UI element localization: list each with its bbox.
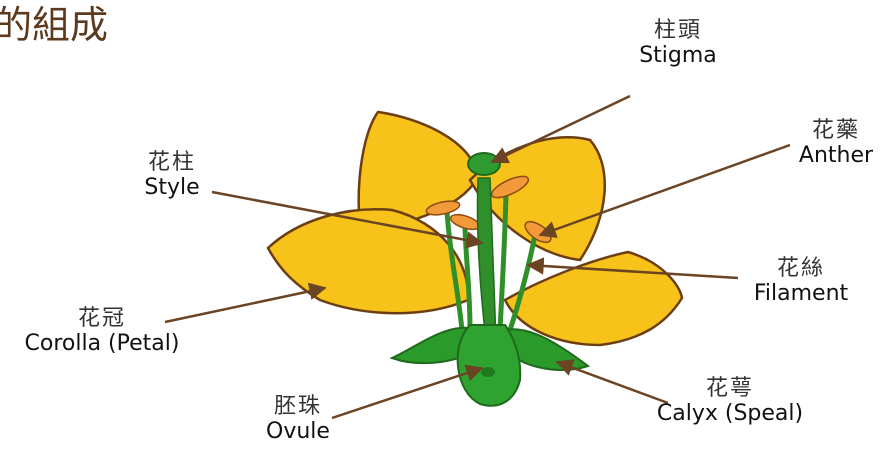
- label-calyx: 花萼 Calyx (Speal): [640, 376, 820, 427]
- label-corolla: 花冠 Corolla (Petal): [4, 306, 200, 357]
- label-style-en: Style: [122, 175, 222, 200]
- ovary: [458, 325, 521, 406]
- ovule-dot: [481, 367, 495, 377]
- filament-2: [465, 228, 470, 330]
- label-style-zh: 花柱: [122, 150, 222, 175]
- label-filament-en: Filament: [736, 281, 866, 306]
- leader-lines: [165, 96, 790, 418]
- label-anther-en: Anther: [788, 143, 884, 168]
- label-ovule: 胚珠 Ovule: [248, 394, 348, 445]
- label-anther: 花藥 Anther: [788, 118, 884, 169]
- label-stigma-zh: 柱頭: [628, 18, 728, 43]
- stigma-head: [468, 153, 500, 175]
- label-corolla-zh: 花冠: [4, 306, 200, 331]
- label-calyx-en: Calyx (Speal): [640, 401, 820, 426]
- label-filament: 花絲 Filament: [736, 256, 866, 307]
- label-filament-zh: 花絲: [736, 256, 866, 281]
- label-style: 花柱 Style: [122, 150, 222, 201]
- label-ovule-zh: 胚珠: [248, 394, 348, 419]
- label-ovule-en: Ovule: [248, 419, 348, 444]
- leader-ovule: [332, 368, 482, 418]
- label-anther-zh: 花藥: [788, 118, 884, 143]
- label-stigma: 柱頭 Stigma: [628, 18, 728, 69]
- label-calyx-zh: 花萼: [640, 376, 820, 401]
- label-corolla-en: Corolla (Petal): [4, 331, 200, 356]
- petal-left: [268, 209, 468, 313]
- label-stigma-en: Stigma: [628, 43, 728, 68]
